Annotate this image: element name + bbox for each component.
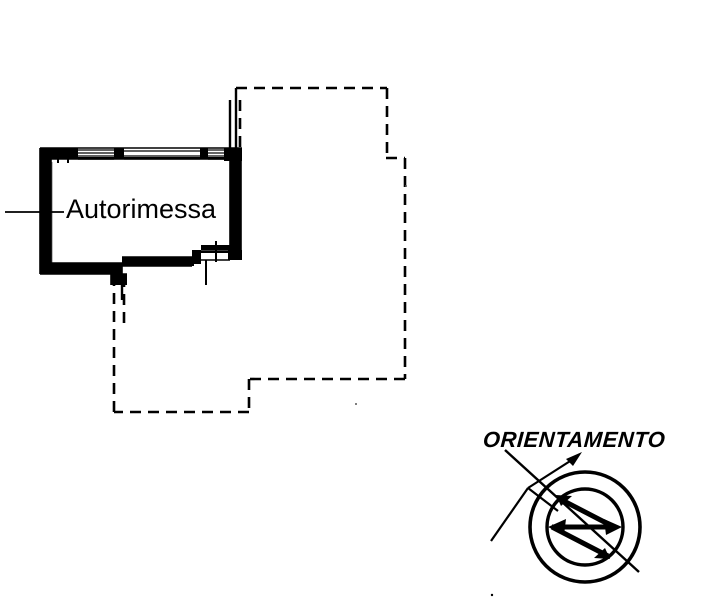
door-symbol-bottom-right (201, 241, 230, 285)
compass-title-orientamento: ORIENTAMENTO (482, 427, 667, 452)
opening-notch-top-left (52, 148, 69, 163)
door-leaf (201, 247, 230, 250)
compass-tail-arrowhead (566, 452, 582, 466)
compass-needle-arrowhead-right (604, 519, 622, 535)
dashed-building-outline (112, 86, 407, 414)
compass-diagonal-line (504, 449, 640, 573)
compass-needle-arrowhead-bottom (594, 548, 610, 559)
compass-outer-circle (528, 470, 642, 584)
compass-needle-arrowhead-top (556, 495, 572, 506)
garage-wall-outline (39, 147, 242, 285)
window-symbols (78, 149, 224, 160)
stray-dot (490, 593, 494, 597)
window-infill (78, 157, 224, 160)
compass-rose (490, 449, 642, 584)
speck-b (355, 403, 357, 405)
compass-inner-circle (545, 487, 625, 567)
speck-a (405, 185, 407, 187)
wall-connector-lines (120, 88, 238, 300)
room-label-autorimessa: Autorimessa (66, 194, 217, 224)
compass-needle-arrowhead-left (548, 519, 566, 535)
